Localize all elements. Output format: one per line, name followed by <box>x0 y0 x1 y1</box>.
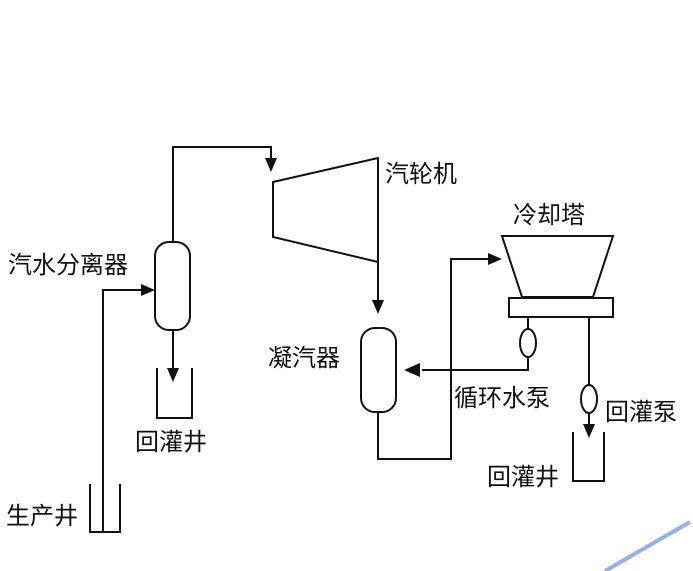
left-reinjection-well-label: 回灌井 <box>135 428 207 456</box>
turbine <box>272 156 379 264</box>
separator-vessel <box>154 241 191 331</box>
right-reinjection-well-label: 回灌井 <box>487 463 559 491</box>
cooling-tower <box>500 235 615 298</box>
circulation-pump <box>519 328 537 358</box>
cooling-tower-label: 冷却塔 <box>513 201 585 229</box>
left-reinjection-well <box>156 368 193 419</box>
circulation-pipe <box>422 317 529 371</box>
circulation-pump-label: 循环水泵 <box>454 384 550 412</box>
separator-label: 汽水分离器 <box>8 251 128 279</box>
condenser-label: 凝汽器 <box>268 344 340 372</box>
tower-inlet-arrow <box>488 253 502 265</box>
reinjection-arrow <box>583 424 595 438</box>
production-well-label: 生产井 <box>6 502 78 530</box>
turbine-label: 汽轮机 <box>385 160 457 188</box>
condenser-vessel <box>360 327 397 413</box>
steam-pipe <box>172 146 272 242</box>
production-pipe <box>102 289 143 532</box>
cooling-tower-basin <box>508 297 614 318</box>
right-reinjection-well <box>572 432 605 482</box>
reinjection-pump-label: 回灌泵 <box>605 398 677 426</box>
separator-drain-arrow <box>167 368 179 382</box>
exhaust-arrow <box>372 300 384 314</box>
condenser-outlet-pipe <box>377 258 490 460</box>
production-well <box>89 484 121 533</box>
reinjection-pump <box>580 384 598 414</box>
decorative-accent <box>603 520 691 571</box>
circulation-arrow <box>404 363 420 377</box>
steam-pipe-arrow <box>265 158 277 172</box>
production-pipe-arrow <box>141 284 155 296</box>
